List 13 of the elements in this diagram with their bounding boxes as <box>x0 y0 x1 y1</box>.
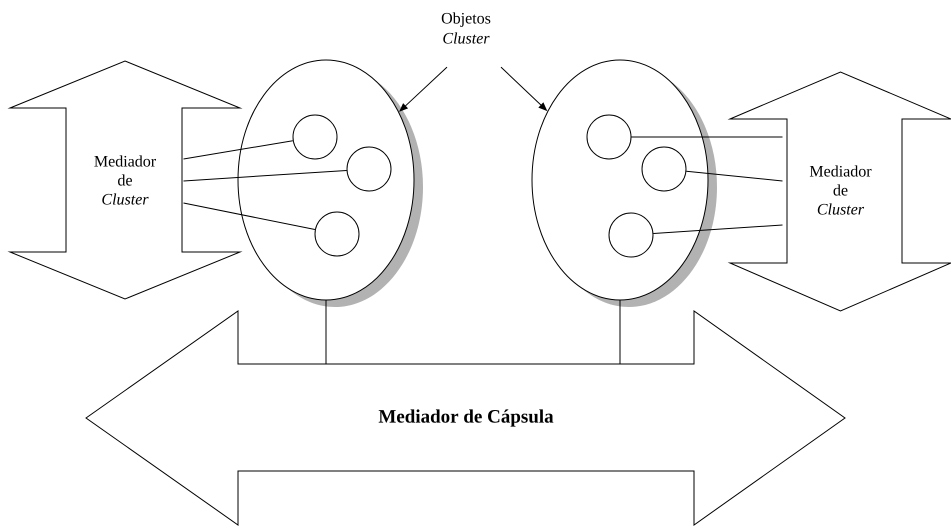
object-circle <box>586 114 632 160</box>
connector-line <box>631 136 783 138</box>
object-circle <box>608 212 654 258</box>
connector-line <box>652 224 783 234</box>
object-circle <box>314 212 360 256</box>
object-circle <box>642 146 686 192</box>
connector-line <box>183 170 348 182</box>
object-circle <box>292 114 338 160</box>
connector-line <box>183 140 294 160</box>
connector-line <box>686 170 783 182</box>
object-circle <box>346 146 392 192</box>
connector-line <box>183 202 316 230</box>
callout-text: Objetos Cluster <box>442 12 490 44</box>
